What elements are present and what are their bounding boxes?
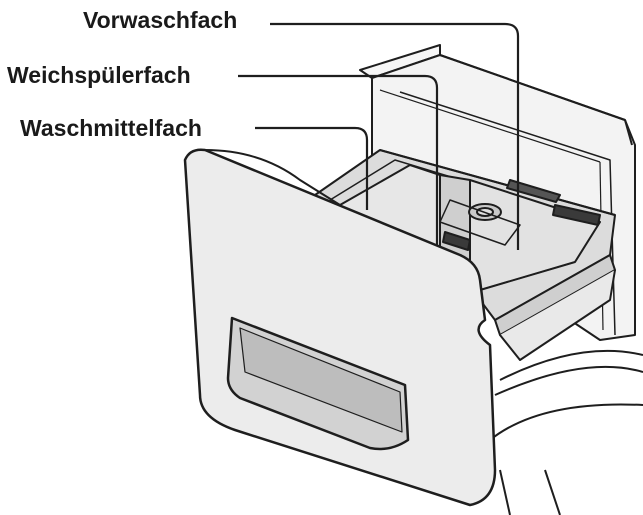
leader-softener bbox=[238, 74, 439, 245]
leader-lines bbox=[238, 22, 520, 250]
label-detergent-compartment: Waschmittelfach bbox=[20, 115, 202, 141]
drawer-front bbox=[183, 148, 497, 507]
machine-door-arc bbox=[489, 349, 643, 515]
leader-detergent bbox=[255, 126, 369, 210]
label-softener-compartment: Weichspülerfach bbox=[7, 62, 191, 88]
label-prewash-compartment: Vorwaschfach bbox=[83, 7, 238, 33]
leader-prewash bbox=[270, 22, 520, 250]
